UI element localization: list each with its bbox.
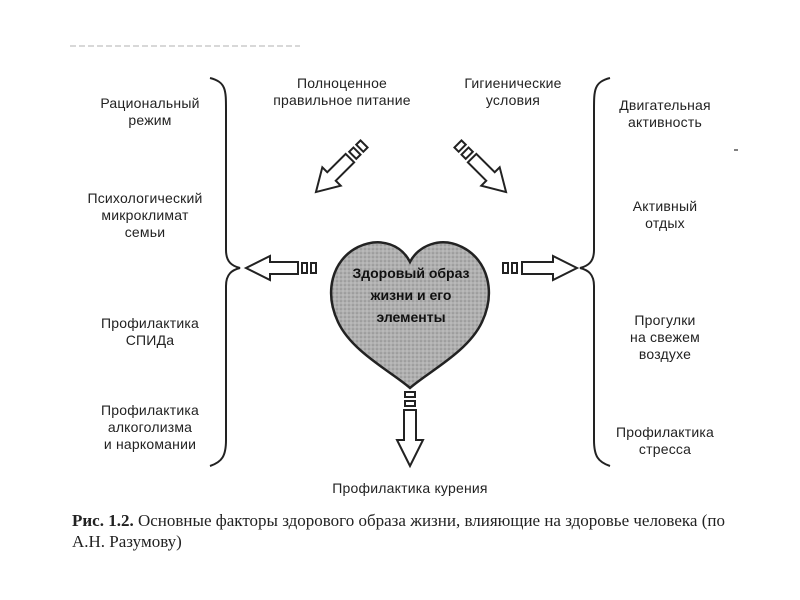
bottom-arrow (395, 391, 425, 469)
left-item-family-climate: Психологический микроклимат семьи (87, 190, 203, 240)
figure-caption: Рис. 1.2. Основные факторы здорового обр… (72, 510, 752, 552)
heart-shape (329, 241, 491, 390)
left-item-aids-prevention: Профилактика СПИДа (100, 315, 200, 348)
left-item-regime: Рациональный режим (100, 95, 200, 128)
left-arrow (243, 254, 317, 282)
right-item-active-rest: Активный отдых (632, 198, 698, 231)
right-brace (579, 77, 611, 467)
caption-text: Основные факторы здорового образа жизни,… (72, 511, 725, 551)
label-smoking-prevention: Профилактика курения (332, 480, 488, 496)
label-hygiene: Гигиенические условия (464, 75, 562, 108)
right-item-walks: Прогулки на свежем воздухе (630, 312, 700, 362)
center-heart-text: Здоровый образ жизни и его элементы (352, 265, 470, 325)
left-item-alcohol-prevention: Профилактика алкоголизма и наркомании (100, 402, 200, 452)
right-item-stress-prevention: Профилактика стресса (615, 424, 715, 457)
caption-label: Рис. 1.2. (72, 511, 134, 530)
right-arrow (502, 254, 580, 282)
left-brace (209, 77, 241, 467)
right-item-motor-activity: Двигательная активность (619, 97, 711, 130)
label-nutrition: Полноценное правильное питание (273, 75, 411, 108)
top-right-arrow (453, 139, 508, 194)
top-left-arrow (314, 139, 369, 194)
